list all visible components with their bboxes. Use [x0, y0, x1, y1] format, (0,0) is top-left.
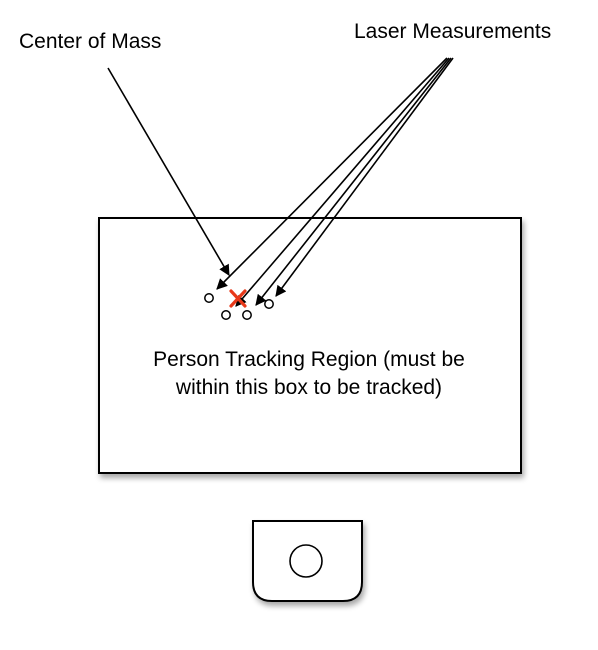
laser-measurements-label: Laser Measurements — [354, 20, 551, 43]
laser-arrow-4 — [275, 57, 454, 297]
tracking-region-box — [98, 217, 522, 474]
laser-point-3 — [242, 310, 252, 320]
center-of-mass-arrow — [107, 67, 230, 276]
region-label-line1: Person Tracking Region (must be — [153, 348, 465, 371]
center-of-mass-label: Center of Mass — [19, 30, 161, 53]
laser-point-4 — [264, 299, 274, 309]
laser-arrow-1 — [216, 57, 448, 290]
laser-point-1 — [204, 293, 214, 303]
x-mark-icon — [229, 289, 247, 308]
laser-point-2 — [221, 310, 231, 320]
sensor-lens — [289, 544, 323, 578]
laser-arrow-3 — [255, 57, 452, 306]
region-label-line2: within this box to be tracked) — [175, 376, 442, 399]
laser-arrow-2 — [235, 57, 450, 307]
